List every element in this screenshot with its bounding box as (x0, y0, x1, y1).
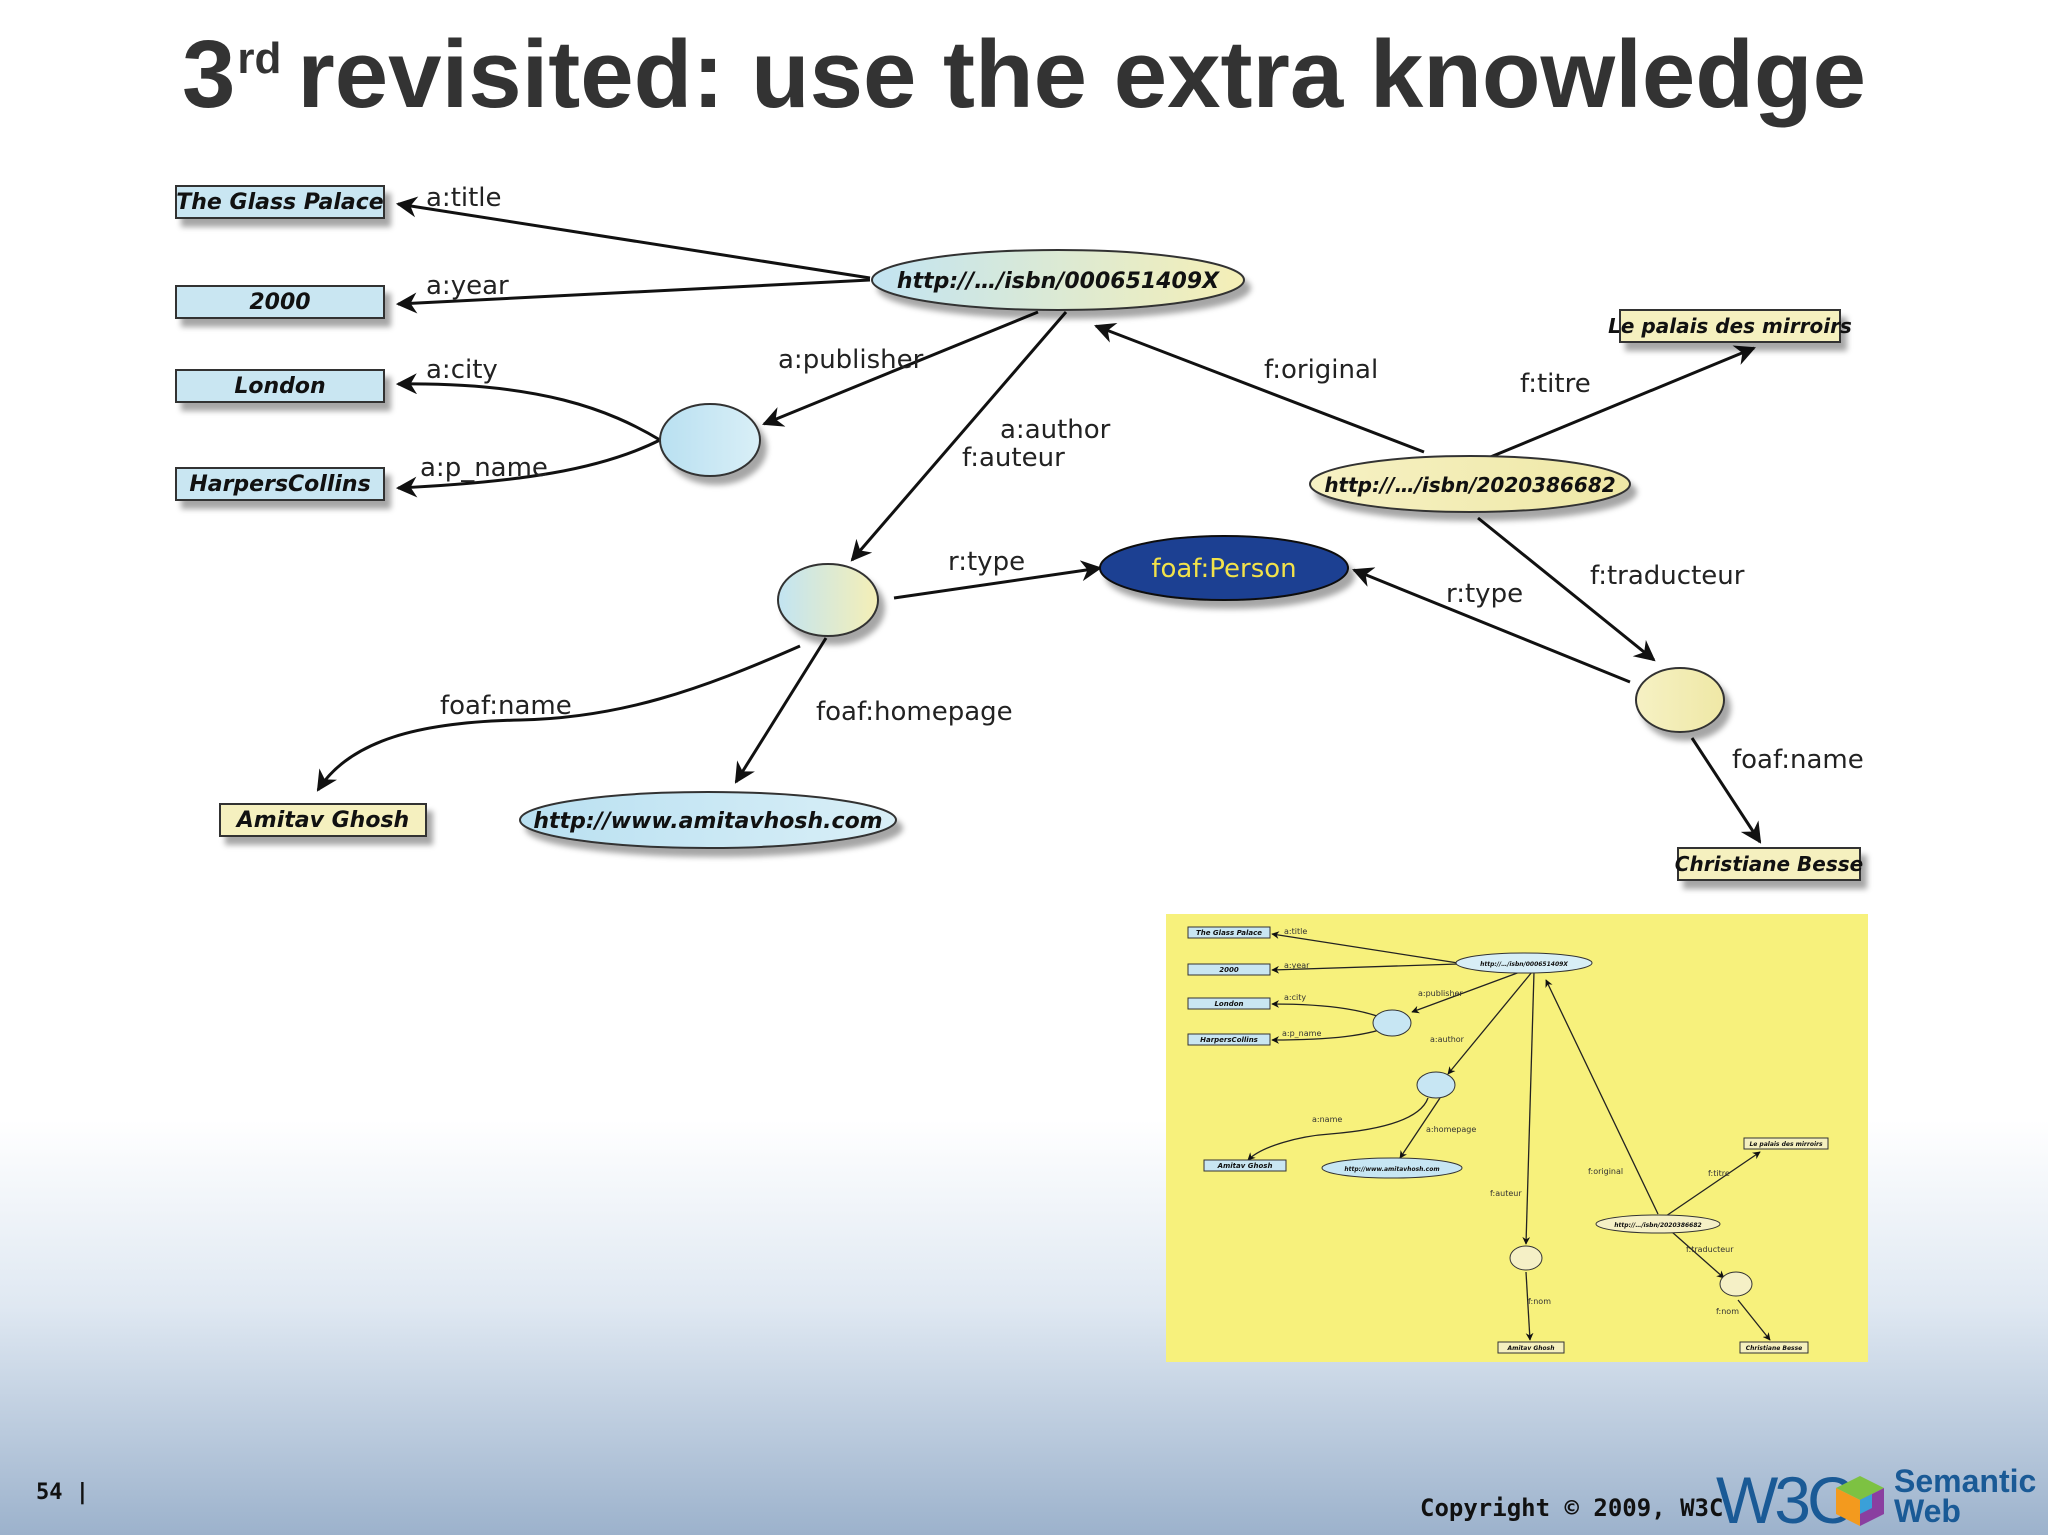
thumbnail-previous-diagram: The Glass Palace 2000 London HarpersColl… (1166, 914, 1868, 1362)
svg-text:f:auteur: f:auteur (1490, 1189, 1522, 1198)
edge-f-original (1094, 322, 1425, 454)
svg-text:a:name: a:name (1312, 1115, 1342, 1124)
svg-text:a:p_name: a:p_name (1282, 1029, 1321, 1038)
edge-r-type-1 (893, 560, 1103, 600)
copyright-notice: Copyright © 2009, W3C (1420, 1494, 1724, 1522)
svg-text:London: London (234, 374, 325, 399)
w3c-logo: W3C (1716, 1463, 1855, 1537)
svg-text:2000: 2000 (249, 290, 310, 315)
svg-text:The Glass Palace: The Glass Palace (176, 190, 384, 215)
label-a-publisher: a:publisher (778, 345, 924, 375)
resource-nodes: http://…/isbn/000651409X http://…/isbn/2… (519, 249, 1725, 849)
svg-text:Le palais des mirroirs: Le palais des mirroirs (1608, 314, 1852, 338)
label-a-p-name: a:p_name (420, 453, 548, 483)
edge-foaf-homepage (734, 637, 828, 784)
edge-a-year (395, 278, 871, 314)
page-number: 54 | (36, 1480, 89, 1505)
svg-text:f:titre: f:titre (1708, 1169, 1730, 1178)
svg-text:f:nom: f:nom (1528, 1297, 1551, 1306)
svg-text:a:publisher: a:publisher (1418, 989, 1463, 998)
node-amitav-ghosh: Amitav Ghosh (219, 803, 427, 837)
svg-text:http://www.amitavhosh.com: http://www.amitavhosh.com (1344, 1166, 1439, 1173)
svg-text:http://…/isbn/2020386682: http://…/isbn/2020386682 (1614, 1222, 1701, 1229)
blank-node-author (777, 563, 879, 637)
node-the-glass-palace: The Glass Palace (175, 185, 385, 219)
edge-a-p-name (395, 438, 661, 498)
edge-r-type-2 (1352, 567, 1631, 684)
node-2000: 2000 (175, 285, 385, 319)
blank-node-translator (1635, 667, 1725, 733)
label-a-year: a:year (426, 271, 509, 301)
svg-text:f:traducteur: f:traducteur (1686, 1245, 1734, 1254)
svg-text:http://…/isbn/000651409X: http://…/isbn/000651409X (897, 269, 1220, 294)
svg-text:Le palais des mirroirs: Le palais des mirroirs (1749, 1141, 1823, 1148)
node-le-palais-des-mirroirs: Le palais des mirroirs (1608, 309, 1852, 343)
literal-nodes: The Glass Palace 2000 London HarpersColl… (175, 185, 1863, 881)
label-r-type-2: r:type (1446, 579, 1523, 609)
svg-text:a:author: a:author (1430, 1035, 1465, 1044)
node-homepage-url: http://www.amitavhosh.com (519, 791, 897, 849)
label-foaf-name-2: foaf:name (1732, 745, 1864, 775)
svg-text:a:city: a:city (1284, 993, 1306, 1002)
svg-text:The Glass Palace: The Glass Palace (1196, 929, 1262, 937)
svg-text:London: London (1214, 1000, 1243, 1008)
label-f-titre: f:titre (1520, 369, 1591, 399)
label-a-author: a:author (1000, 415, 1111, 445)
svg-text:http://www.amitavhosh.com: http://www.amitavhosh.com (533, 809, 882, 834)
svg-text:foaf:Person: foaf:Person (1151, 554, 1296, 584)
svg-text:a:homepage: a:homepage (1426, 1125, 1476, 1134)
label-a-title: a:title (426, 183, 502, 213)
label-f-auteur: f:auteur (962, 443, 1065, 473)
svg-text:2000: 2000 (1219, 966, 1239, 974)
label-f-original: f:original (1264, 355, 1378, 385)
edge-f-traducteur (1477, 516, 1656, 662)
svg-text:Amitav Ghosh: Amitav Ghosh (235, 808, 409, 833)
svg-text:Amitav Ghosh: Amitav Ghosh (1217, 1162, 1273, 1170)
svg-text:HarpersCollins: HarpersCollins (1200, 1036, 1258, 1044)
edge-a-author (850, 311, 1068, 562)
svg-text:a:title: a:title (1284, 927, 1307, 936)
label-f-traducteur: f:traducteur (1590, 561, 1745, 591)
svg-text:http://…/isbn/2020386682: http://…/isbn/2020386682 (1324, 473, 1615, 497)
edge-f-titre (1487, 345, 1756, 460)
semantic-web-logo-text: Semantic Web (1894, 1463, 2037, 1529)
label-foaf-homepage: foaf:homepage (816, 697, 1013, 727)
svg-text:Amitav Ghosh: Amitav Ghosh (1506, 1345, 1554, 1352)
svg-text:f:original: f:original (1588, 1167, 1623, 1176)
svg-text:http://…/isbn/000651409X: http://…/isbn/000651409X (1480, 961, 1568, 968)
node-foaf-person: foaf:Person (1099, 535, 1349, 601)
edge-a-city (395, 373, 661, 442)
semantic-web-cube-icon (1836, 1476, 1884, 1526)
edges (316, 196, 1762, 844)
node-christiane-besse: Christiane Besse (1675, 847, 1863, 881)
svg-text:Christiane Besse: Christiane Besse (1675, 852, 1863, 876)
edge-a-publisher (762, 310, 1039, 427)
edge-foaf-name-1 (316, 644, 801, 792)
label-foaf-name-1: foaf:name (440, 691, 572, 721)
node-isbn-000651409x: http://…/isbn/000651409X (871, 249, 1245, 311)
edge-a-title (395, 196, 871, 280)
node-harperscollins: HarpersCollins (175, 467, 385, 501)
label-r-type-1: r:type (948, 547, 1025, 577)
svg-text:Christiane Besse: Christiane Besse (1746, 1345, 1803, 1352)
svg-text:a:year: a:year (1284, 961, 1310, 970)
label-a-city: a:city (426, 355, 498, 385)
node-london: London (175, 369, 385, 403)
svg-text:HarpersCollins: HarpersCollins (189, 472, 370, 497)
node-isbn-2020386682: http://…/isbn/2020386682 (1309, 455, 1631, 513)
blank-node-publisher (659, 403, 761, 477)
edge-foaf-name-2 (1690, 737, 1762, 844)
svg-text:f:nom: f:nom (1716, 1307, 1739, 1316)
